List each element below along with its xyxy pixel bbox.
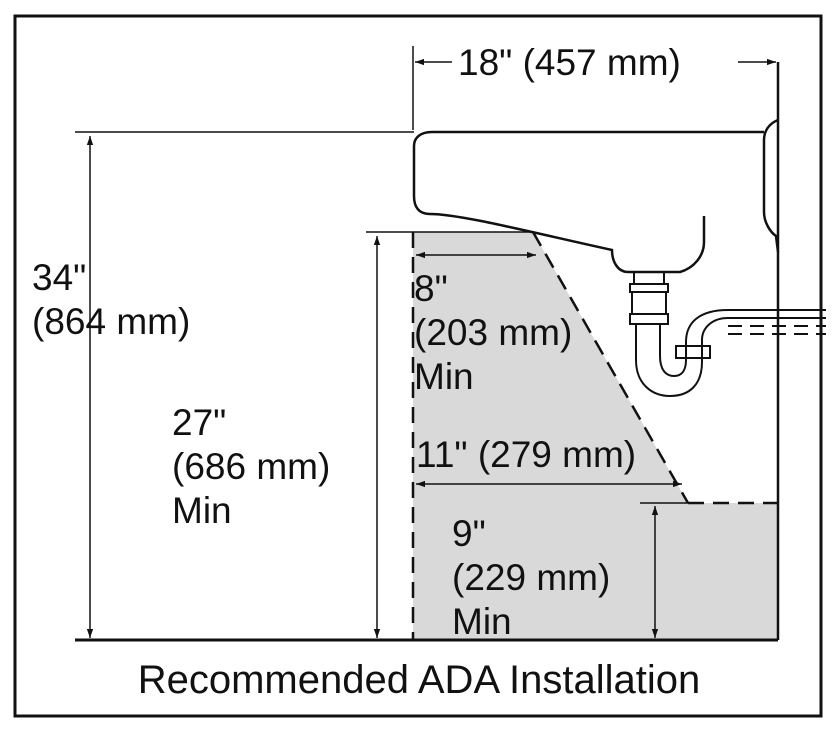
knee-depth-label: 8" (203 mm) Min <box>414 268 572 397</box>
rim-height-label: 34" (864 mm) <box>32 257 190 342</box>
clearance-outline <box>411 231 778 640</box>
diagram-caption: Recommended ADA Installation <box>137 658 701 702</box>
toe-height-imperial: 9" <box>452 513 486 554</box>
toe-height-min: Min <box>452 601 512 642</box>
knee-height-label: 27" (686 mm) Min <box>172 402 330 531</box>
knee-depth-metric: (203 mm) <box>414 312 573 353</box>
sink-bowl <box>412 118 780 274</box>
knee-height-imperial: 27" <box>172 402 227 443</box>
toe-height-label: 9" (229 mm) Min <box>452 513 610 642</box>
toe-height-metric: (229 mm) <box>452 557 611 598</box>
clearance-area <box>413 232 778 640</box>
knee-depth-imperial: 8" <box>414 268 448 309</box>
rim-height-imperial: 34" <box>32 257 87 298</box>
toe-depth-label: 11" (279 mm) <box>416 434 637 475</box>
sink-width-label: 18" (457 mm) <box>458 42 681 83</box>
knee-depth-min: Min <box>414 356 474 397</box>
p-trap-pipe <box>629 271 826 398</box>
knee-height-metric: (686 mm) <box>172 446 331 487</box>
rim-height-metric: (864 mm) <box>32 301 191 342</box>
diagram-frame <box>13 14 823 718</box>
knee-height-min: Min <box>172 490 232 531</box>
